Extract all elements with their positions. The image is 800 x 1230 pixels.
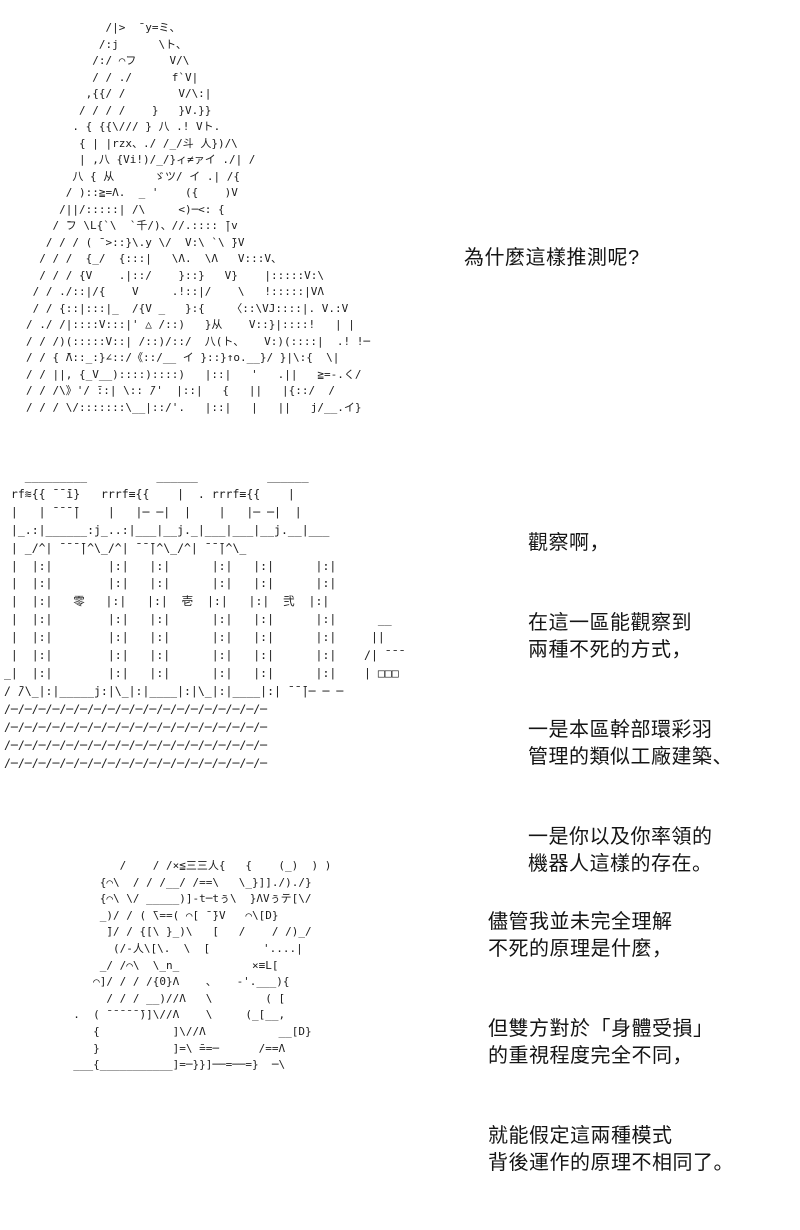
aa-thread-page: /|> ̄ y=ミ、 /:j \ト、 /:/ ⌒フ V/\ / / ./ f`V… — [4, 21, 734, 1174]
ascii-art-character-bottom: / / /×≦三三人{ { (_) ) ) {⌒\ / / /__/ /==\ … — [73, 859, 332, 1072]
dialogue-top: 為什麼這樣推測呢? — [464, 218, 640, 325]
dialogue-paragraph: 一是你以及你率領的 機器人這樣的存在。 — [528, 826, 713, 875]
dialogue-paragraph: 但雙方對於「身體受損」 的重視程度完全不同， — [488, 1018, 714, 1067]
ascii-art-character-top: /|> ̄ y=ミ、 /:j \ト、 /:/ ⌒フ V/\ / / ./ f`V… — [26, 21, 371, 414]
dialogue-paragraph: 儘管我並未完全理解 不死的原理是什麼， — [488, 911, 673, 960]
dialogue-paragraph: 就能假定這兩種模式 背後運作的原理不相同了。 — [488, 1125, 734, 1174]
ascii-art-factory-buildings: _________ ______ ______ rf≋{{ ̄ ̄ ̄i} rr… — [4, 469, 399, 770]
dialogue-paragraph: 一是本區幹部環彩羽 管理的類似工廠建築、 — [528, 719, 733, 768]
dialogue-bottom: 儘管我並未完全理解 不死的原理是什麼， 但雙方對於「身體受損」 的重視程度完全不… — [488, 882, 734, 1230]
dialogue-middle: 觀察啊， 在這一區能觀察到 兩種不死的方式， 一是本區幹部環彩羽 管理的類似工廠… — [528, 503, 733, 931]
dialogue-paragraph: 觀察啊， — [528, 532, 610, 554]
dialogue-paragraph: 在這一區能觀察到 兩種不死的方式， — [528, 612, 692, 661]
dialogue-line: 為什麼這樣推測呢? — [464, 247, 640, 269]
